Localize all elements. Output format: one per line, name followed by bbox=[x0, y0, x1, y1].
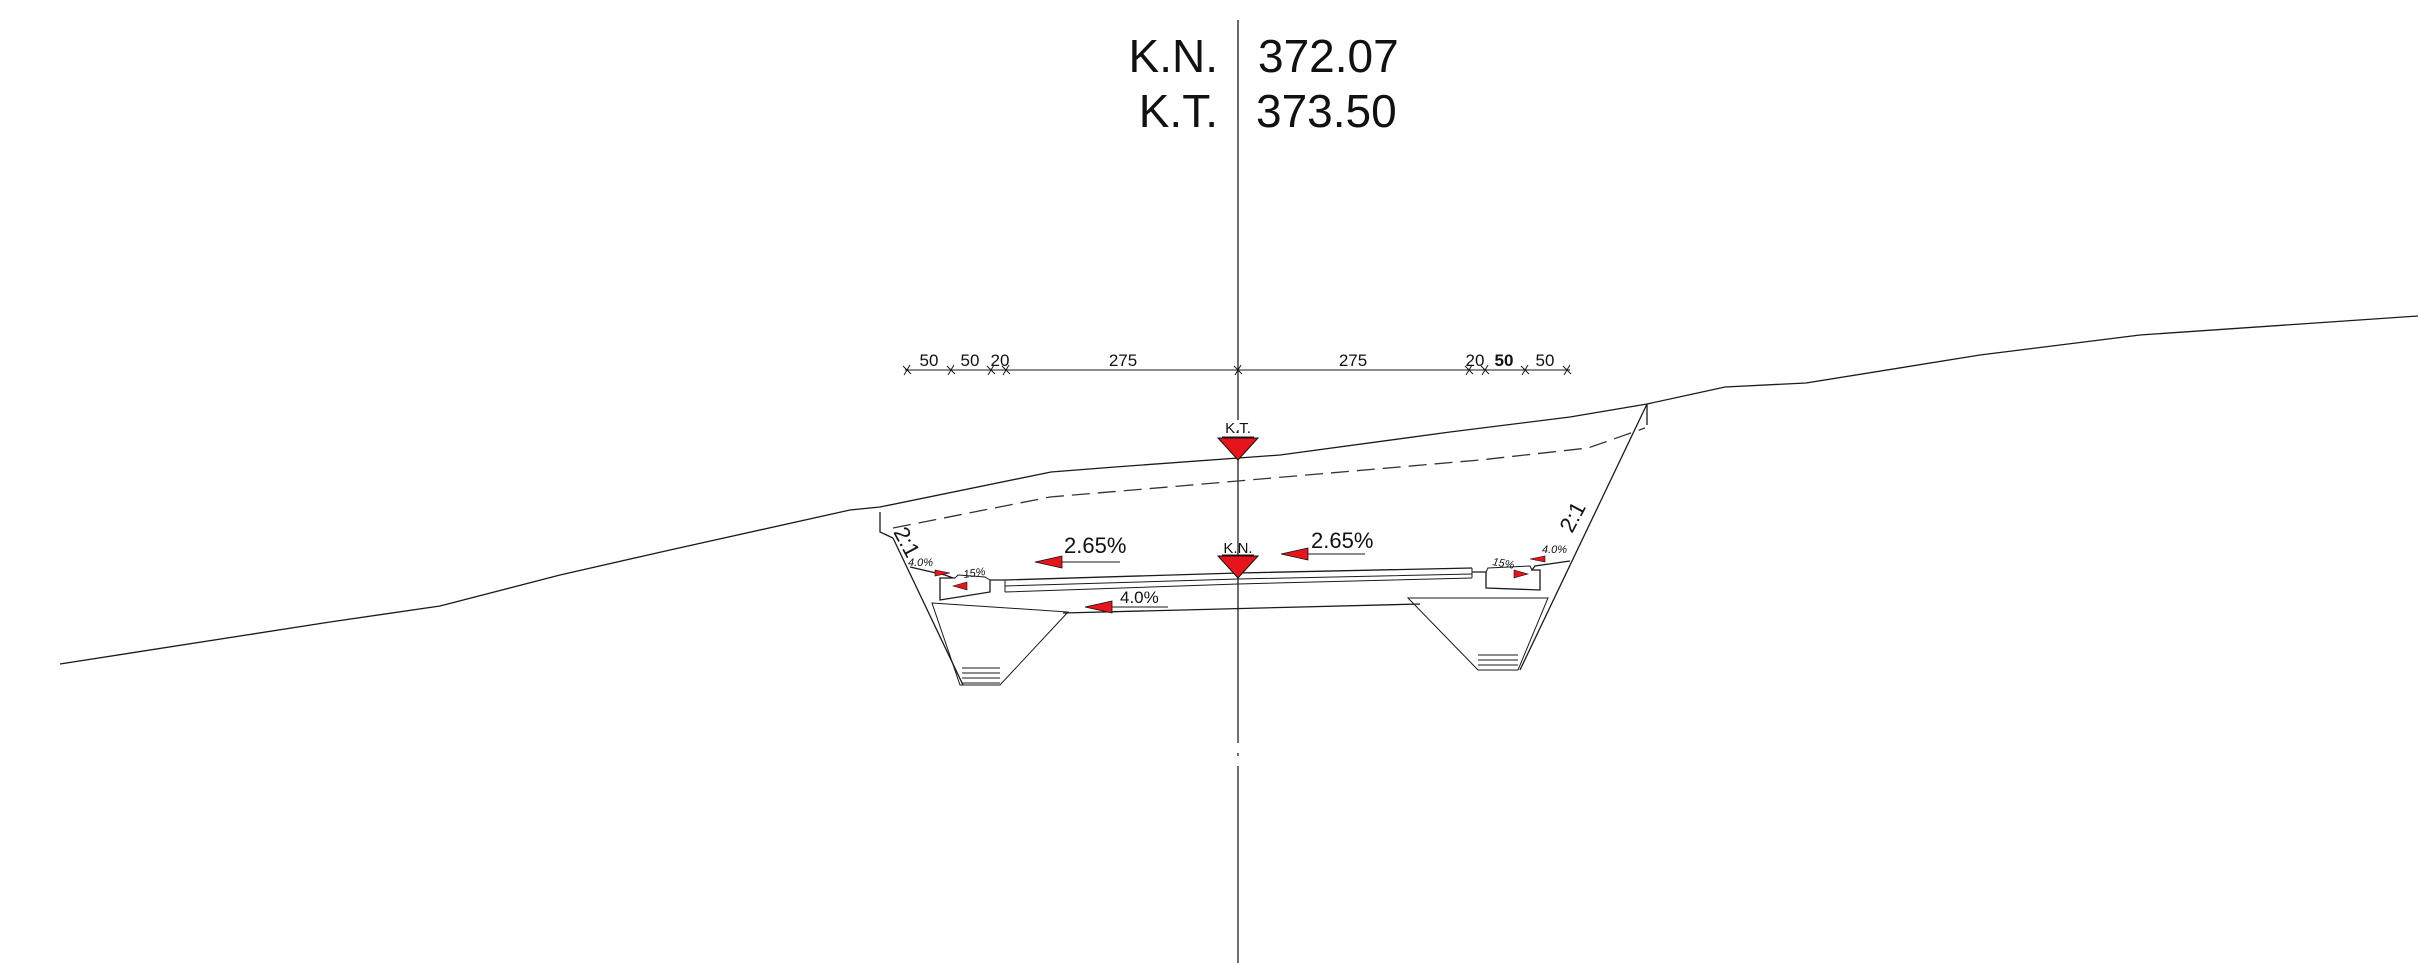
slope-label: 15% bbox=[963, 566, 987, 581]
slope-left-ditch: 15% bbox=[951, 566, 987, 591]
dim-label: 275 bbox=[1109, 351, 1137, 370]
slope-right-ditch: 15% bbox=[1491, 556, 1530, 579]
kn-marker-label: K.N. bbox=[1223, 540, 1252, 557]
right-slope-ratio: 2:1 bbox=[1554, 498, 1590, 537]
arrow-left-icon bbox=[1529, 555, 1546, 563]
slope-label: 2.65% bbox=[1311, 528, 1373, 553]
arrow-right-icon bbox=[1513, 569, 1530, 579]
dim-label: 275 bbox=[1339, 351, 1367, 370]
right-drainage-trench bbox=[1406, 597, 1549, 671]
slope-label: 2.65% bbox=[1064, 533, 1126, 558]
dim-label: 50 bbox=[1536, 351, 1555, 370]
dim-label: 20 bbox=[991, 351, 1010, 370]
arrow-left-icon bbox=[1084, 600, 1113, 614]
slope-label: 4.0% bbox=[908, 557, 933, 569]
existing-terrain-line bbox=[59, 315, 2419, 665]
kt-marker-label: K.T. bbox=[1225, 420, 1251, 437]
kn-label: K.N. bbox=[1129, 30, 1218, 82]
kt-value: 373.50 bbox=[1256, 85, 1397, 137]
topsoil-strip-line bbox=[892, 427, 1646, 529]
slope-label: 4.0% bbox=[1542, 544, 1567, 556]
arrow-right-icon bbox=[934, 569, 951, 577]
left-ditch-structure bbox=[909, 566, 1005, 601]
dim-label: 20 bbox=[1466, 351, 1485, 370]
dimension-ticks bbox=[902, 364, 1572, 376]
dimension-line: 50 50 20 275 275 20 50 50 bbox=[902, 351, 1572, 376]
slope-right-shoulder: 4.0% bbox=[1529, 544, 1567, 563]
arrow-left-icon bbox=[1280, 547, 1309, 561]
slope-right-main: 2.65% bbox=[1280, 528, 1373, 561]
dim-label: 50 bbox=[961, 351, 980, 370]
dim-label: 50 bbox=[1495, 351, 1514, 370]
slope-base: 4.0% bbox=[1084, 588, 1168, 614]
slope-left-main: 2.65% bbox=[1034, 533, 1126, 569]
kn-triangle-icon bbox=[1216, 555, 1260, 579]
slope-label: 15% bbox=[1491, 556, 1515, 572]
right-ditch-structure bbox=[1472, 560, 1571, 591]
right-cut-slope: 2:1 bbox=[1519, 403, 1648, 671]
dim-label: 50 bbox=[920, 351, 939, 370]
kn-value: 372.07 bbox=[1258, 30, 1399, 82]
kn-marker: K.N. bbox=[1216, 540, 1260, 579]
kt-marker: K.T. bbox=[1216, 420, 1260, 461]
kt-label: K.T. bbox=[1139, 85, 1218, 137]
slope-label: 4.0% bbox=[1120, 588, 1159, 607]
slope-left-shoulder: 4.0% bbox=[908, 557, 951, 577]
header-elevations: K.N. 372.07 K.T. 373.50 bbox=[1129, 30, 1399, 137]
arrow-left-icon bbox=[1034, 555, 1063, 569]
kt-triangle-icon bbox=[1216, 437, 1260, 461]
left-drainage-trench bbox=[931, 602, 1070, 686]
arrow-left-icon bbox=[951, 581, 968, 591]
